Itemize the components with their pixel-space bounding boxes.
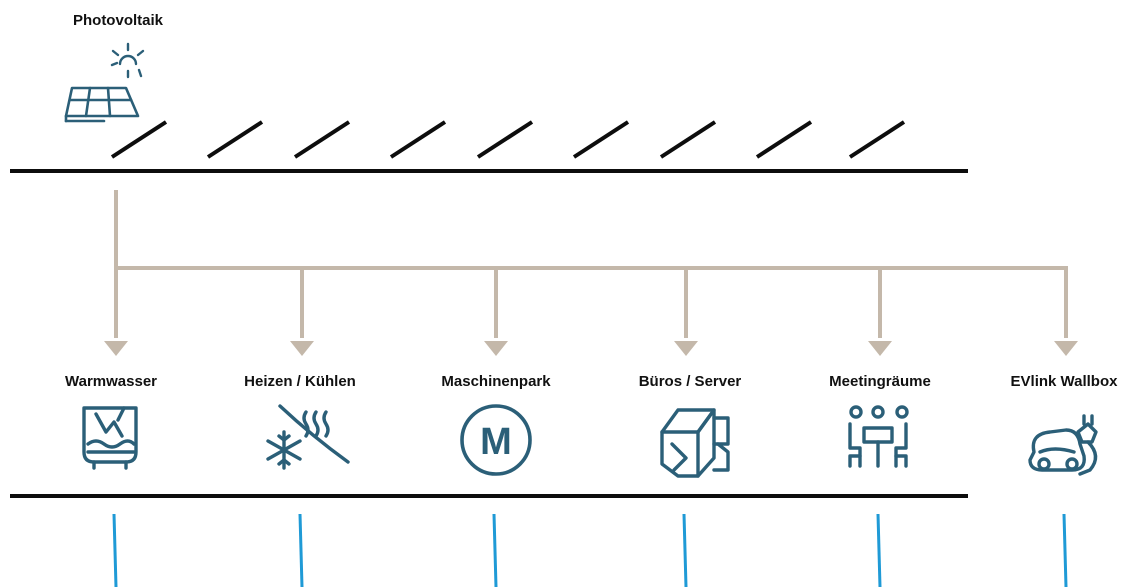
flow-arrow-evlink-wallbox	[1054, 341, 1078, 356]
flow-arrow-heizen-kuehlen	[290, 341, 314, 356]
feed-line-warmwasser	[112, 513, 118, 587]
heat-cool-icon	[266, 404, 350, 470]
feed-line-evlink-wallbox	[1062, 513, 1068, 587]
office-building-icon	[660, 408, 730, 478]
svg-text:M: M	[480, 421, 512, 463]
roof-panels	[110, 120, 906, 159]
meetingraeume-label: Meetingräume	[829, 373, 931, 390]
feed-line-maschinenpark	[492, 513, 498, 587]
solar-panel-icon	[64, 86, 140, 123]
flow-arrow-maschinenpark	[484, 341, 508, 356]
grid-feed-lines	[112, 513, 1068, 587]
bueros-server-label: Büros / Server	[639, 373, 742, 390]
energy-flow-lines	[104, 190, 1078, 356]
photovoltaik-label: Photovoltaik	[73, 12, 164, 29]
flow-arrow-meetingraeume	[868, 341, 892, 356]
water-heater-icon	[82, 406, 138, 470]
feed-line-meetingraeume	[876, 513, 882, 587]
flow-arrow-bueros-server	[674, 341, 698, 356]
heizen-kuehlen-label: Heizen / Kühlen	[244, 373, 356, 390]
meeting-room-icon	[848, 405, 909, 468]
motor-icon: M	[460, 404, 532, 476]
feed-line-bueros-server	[682, 513, 688, 587]
ev-charger-icon	[1028, 414, 1098, 476]
warmwasser-label: Warmwasser	[65, 373, 157, 390]
feed-line-heizen-kuehlen	[298, 513, 304, 587]
evlink-wallbox-label: EVlink Wallbox	[1011, 373, 1119, 390]
flow-arrow-warmwasser	[104, 341, 128, 356]
maschinenpark-label: Maschinenpark	[441, 373, 551, 390]
sun-icon	[110, 42, 145, 79]
